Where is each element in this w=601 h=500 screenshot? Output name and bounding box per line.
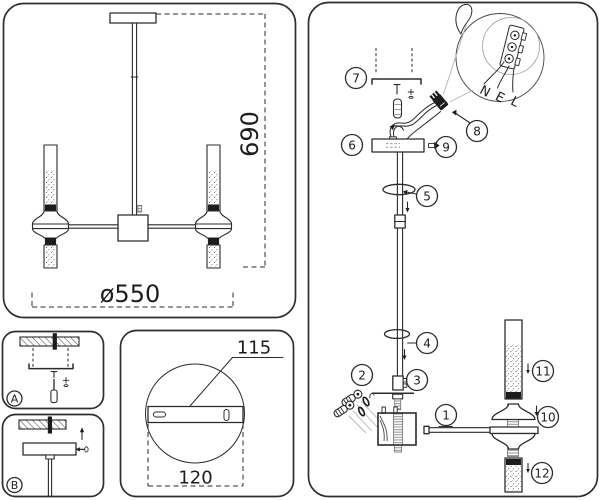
bracket-length-label: 115 [237,338,271,359]
junction-box [377,406,417,453]
threaded-stud [394,398,402,411]
callout-8: 8 [465,119,489,143]
hanging-rod [130,22,139,216]
lamp-holder-assembly [489,403,539,457]
svg-text:5: 5 [423,189,431,203]
rod-end-connector [392,375,404,391]
canopy [371,138,425,153]
ceiling-plate [109,12,157,24]
svg-text:7: 7 [352,71,360,85]
diameter-dimension-line [31,292,234,308]
step-a-label: A [11,392,19,405]
wire-earth [497,65,510,89]
alignment-lines [32,348,69,369]
decorative-ring-upper [382,183,416,196]
ceiling-hook-wire [455,3,473,35]
callout-3: 3 [405,368,429,392]
wire-neutral [483,61,505,85]
svg-text:10: 10 [540,410,555,424]
wall-anchor [392,98,403,119]
dimension-120-lines [147,423,244,487]
slot-vertical [223,409,230,421]
decorative-ring-lower [383,328,411,340]
svg-text:4: 4 [423,336,431,350]
slot-horizontal [153,411,166,418]
arm-end-cap [423,425,430,435]
mounting-bracket [28,363,74,370]
panel-canopy-detail: 115 120 [119,329,295,498]
svg-text:6: 6 [348,138,356,152]
svg-text:1: 1 [442,408,450,422]
svg-text:9: 9 [442,140,450,154]
canopy-diameter-label: 120 [178,468,212,489]
callout-2: 2 [350,363,374,387]
callout-10: 10 [536,405,560,429]
svg-text:12: 12 [534,466,549,480]
lower-glass-shade [504,457,523,493]
leader-115 [189,357,284,407]
callout-5: 5 [415,184,439,208]
callout-6: 6 [340,133,364,157]
callout-8-arrow [453,111,471,124]
terminal-block [499,24,528,70]
svg-text:8: 8 [473,124,481,138]
callout-11: 11 [531,359,555,383]
step-b-label: B [11,479,19,492]
canopy-hub [45,454,55,460]
panel-fixture-overview: 690 ø550 [2,2,297,319]
panel-exploded-assembly: N E L [307,1,599,498]
rod [47,458,53,497]
center-junction-box [117,214,149,242]
mounting-bracket [371,78,422,85]
panel-step-a: A [1,330,105,410]
svg-text:2: 2 [358,368,366,382]
canopy [22,442,77,456]
cross-screw-icon [407,88,415,96]
svg-text:11: 11 [535,364,550,378]
upper-glass-shade [504,319,523,400]
panel-step-b: B [1,413,105,498]
screw-icon [393,84,401,95]
height-dimension-line [156,13,266,268]
wire-connectors [333,389,381,434]
svg-text:3: 3 [413,373,421,387]
callout-4: 4 [415,331,439,355]
cross-screw-icon [62,377,70,384]
anchor-alignment-lines [375,48,413,74]
screw-icon [50,371,58,379]
ceiling-section [19,336,80,347]
callout-7: 7 [344,66,368,90]
center-screw [47,416,52,434]
mounting-bar [147,405,244,424]
height-dimension-label: 690 [236,111,264,157]
detail-cone-lines [443,23,474,103]
lamp-arm [428,427,491,433]
ceiling-section [18,419,67,430]
step-a-badge [6,390,23,407]
diameter-dimension-label: ø550 [100,280,161,308]
set-screw [428,143,435,148]
fixture-arms [67,224,197,229]
callout-9: 9 [434,135,458,159]
screwdriver-handle [50,389,58,404]
step-b-badge [6,476,23,494]
callout-1: 1 [434,403,458,427]
quick-connector-plug [429,90,449,111]
wire-live [512,67,515,93]
canopy-circle [145,363,245,464]
rod-set-screw [137,205,143,213]
center-screw [52,333,57,350]
callout-12: 12 [530,461,554,485]
